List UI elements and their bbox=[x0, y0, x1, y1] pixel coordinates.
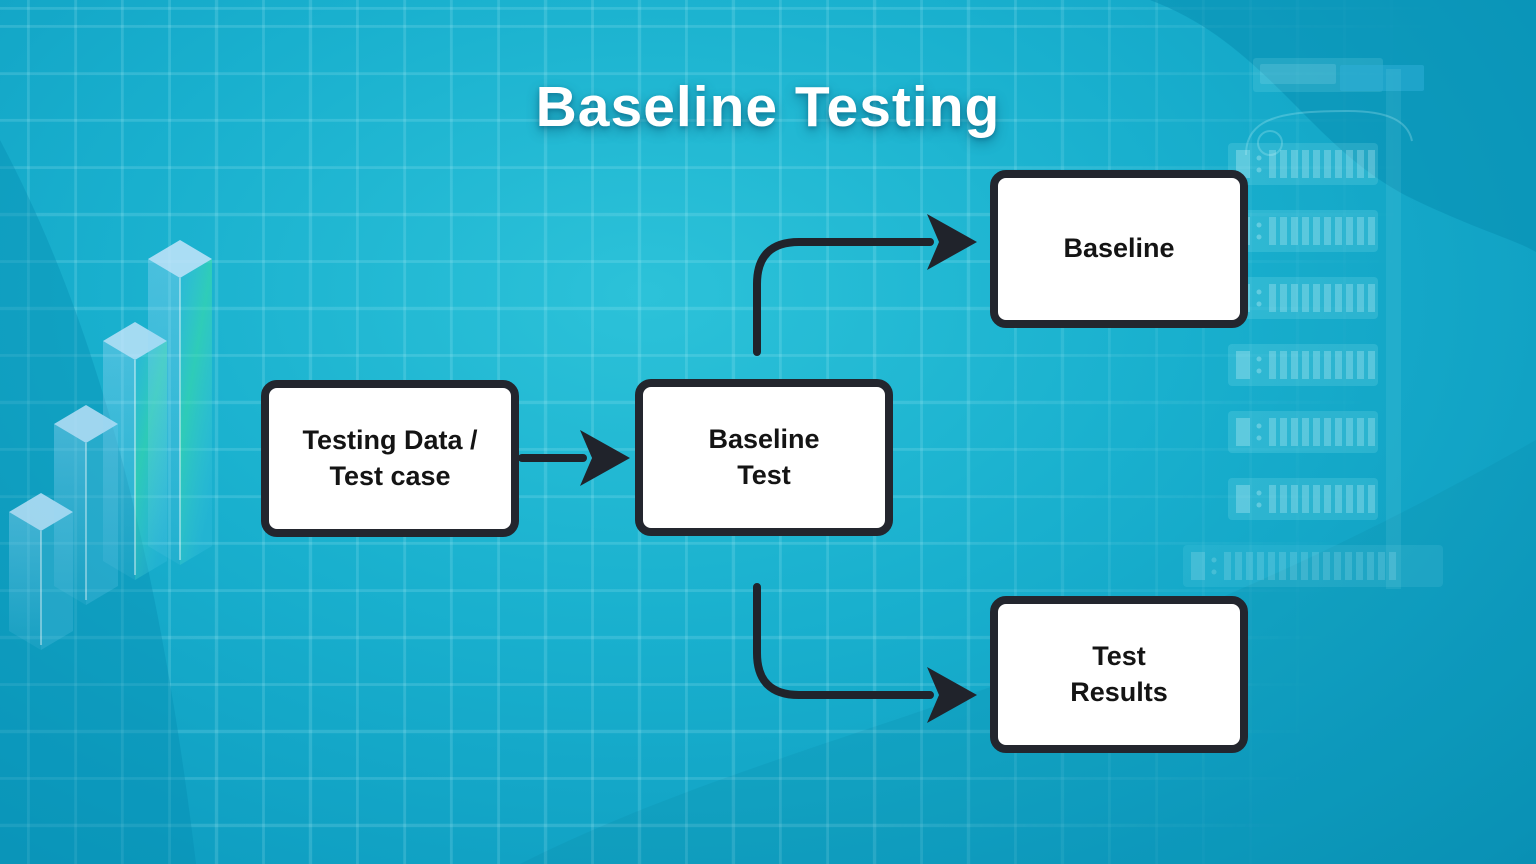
wave-graphic-left bbox=[0, 140, 196, 864]
arrow-baseline-test-to-test-results bbox=[753, 583, 977, 723]
bar-chart-graphic bbox=[9, 240, 212, 650]
server-rack-graphic bbox=[1183, 58, 1443, 589]
node-test-results-label-line1: Test bbox=[1092, 640, 1146, 671]
page-title: Baseline Testing bbox=[535, 75, 1001, 140]
wave-graphic-bottom bbox=[520, 440, 1536, 864]
wave-graphic-top-right bbox=[1150, 0, 1536, 252]
node-testing-data: Testing Data / Test case bbox=[261, 380, 519, 537]
node-baseline-test-label-line1: Baseline bbox=[708, 423, 820, 454]
node-testing-data-label-line1: Testing Data / bbox=[302, 424, 478, 455]
node-testing-data-label-line2: Test case bbox=[329, 460, 451, 491]
node-baseline-test-label-line2: Test bbox=[737, 459, 791, 490]
node-test-results: Test Results bbox=[990, 596, 1248, 753]
node-test-results-label-line2: Results bbox=[1070, 676, 1168, 707]
arrow-baseline-test-to-baseline bbox=[753, 214, 977, 356]
arrow-testing-data-to-baseline-test bbox=[518, 430, 630, 486]
node-baseline-label: Baseline bbox=[1063, 233, 1175, 264]
node-baseline-test: Baseline Test bbox=[635, 379, 893, 536]
node-baseline: Baseline bbox=[990, 170, 1248, 328]
